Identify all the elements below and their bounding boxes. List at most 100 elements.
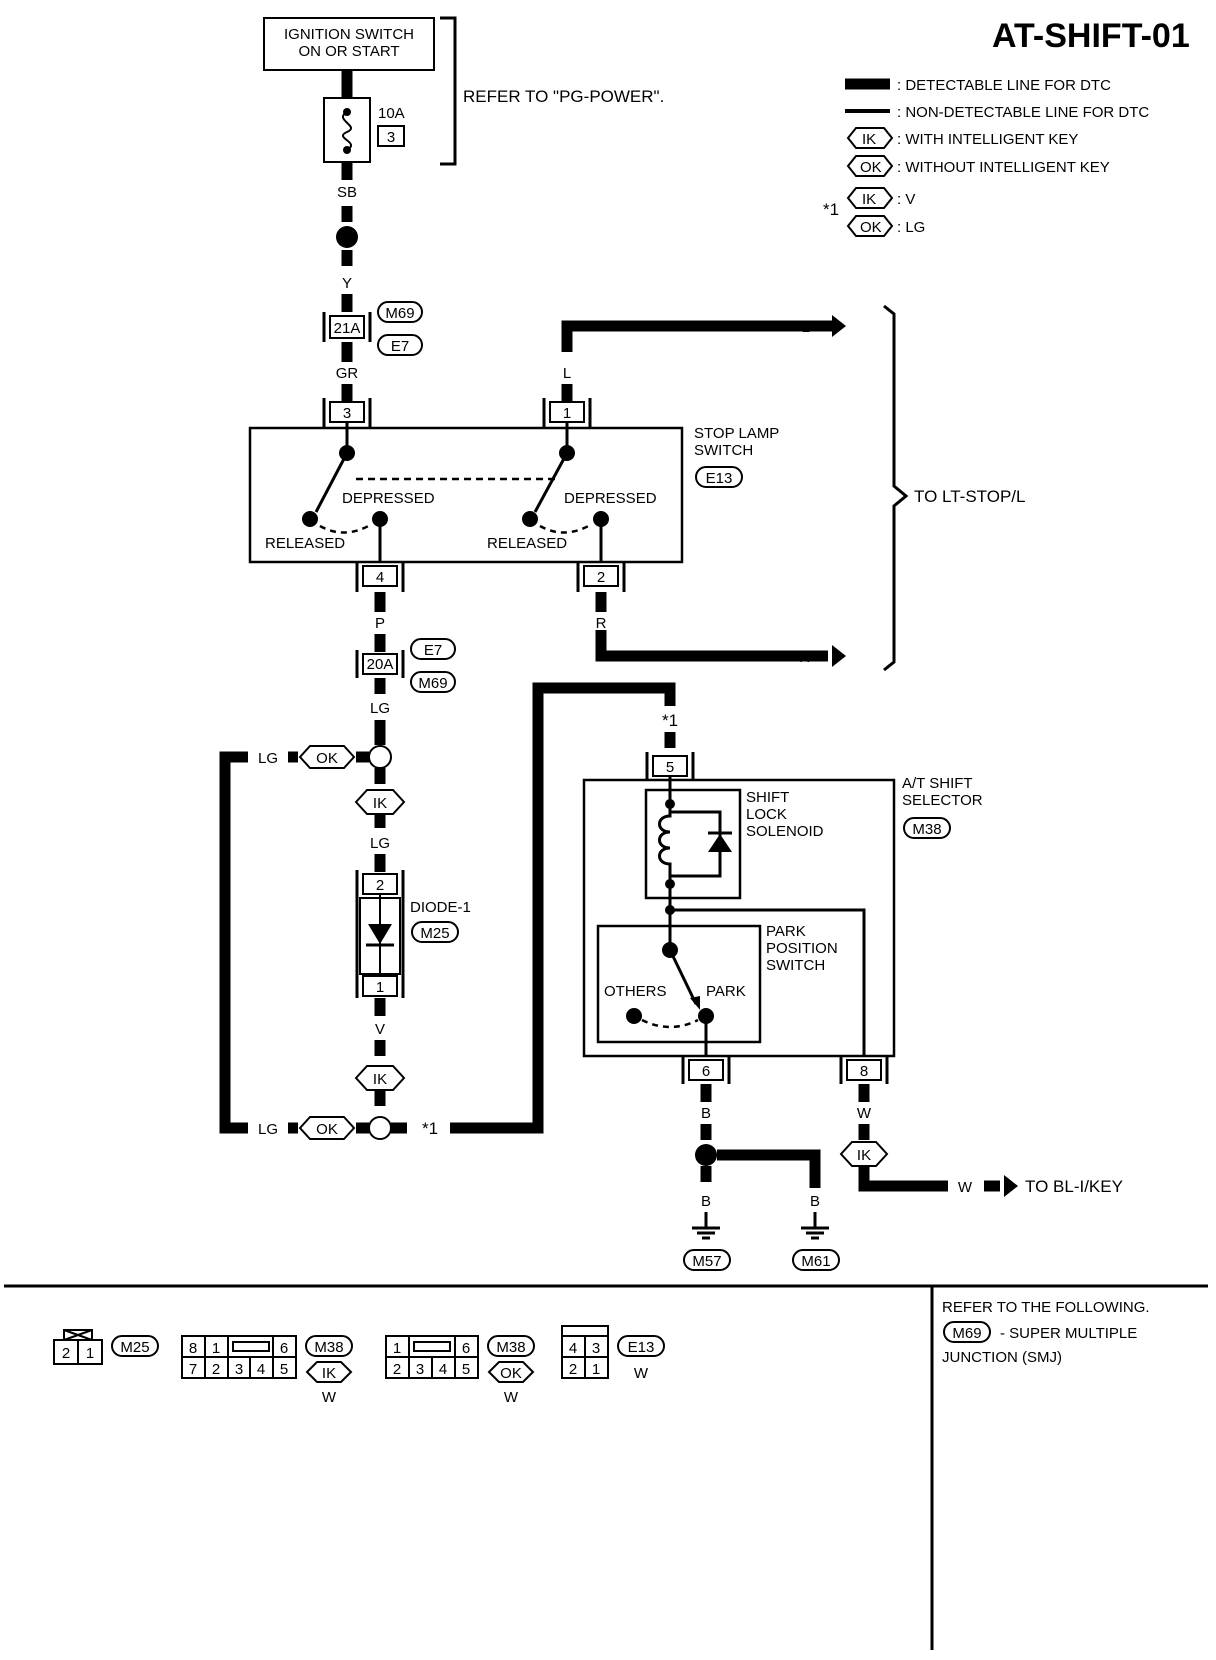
wire-b-1: B <box>701 1105 711 1122</box>
m38ik-b2: 2 <box>212 1361 220 1378</box>
refer-pg-power: REFER TO "PG-POWER". <box>463 87 664 106</box>
ground-code-1: M57 <box>692 1253 721 1270</box>
pps-3: SWITCH <box>766 957 825 974</box>
wire-l-top: L <box>563 365 571 382</box>
connector-face-e13: 4 3 2 1 E13 W <box>561 1325 665 1382</box>
m38ik-code: M38 <box>314 1339 343 1356</box>
m38ik-key: IK <box>322 1365 336 1382</box>
m38ok-b3: 4 <box>439 1361 447 1378</box>
footer-smj-code: M69 <box>952 1325 981 1342</box>
ik-badge-1: IK <box>373 795 387 812</box>
wire-gr: GR <box>336 365 359 382</box>
m38ik-b5: 5 <box>280 1361 288 1378</box>
wire-w-1: W <box>857 1105 872 1122</box>
diode-1: 2 1 DIODE-1 M25 <box>355 870 471 998</box>
page-title: AT-SHIFT-01 <box>992 17 1190 55</box>
m38ik-b3: 3 <box>235 1361 243 1378</box>
splice-ground <box>695 1144 717 1166</box>
pps-1: PARK <box>766 923 806 940</box>
to-bl-key: TO BL-I/KEY <box>1025 1177 1123 1196</box>
m25-pin-b: 1 <box>86 1345 94 1362</box>
m38ok-color: W <box>504 1389 519 1406</box>
fuse-10a: 10A 3 <box>323 97 405 163</box>
diode-name: DIODE-1 <box>410 899 471 916</box>
legend-ik-badge-2: IK <box>862 191 876 208</box>
conn-m69-b: M69 <box>418 675 447 692</box>
pps-2: POSITION <box>766 940 838 957</box>
solenoid-1: SHIFT <box>746 789 789 806</box>
stop-lamp-switch: 3 1 DEPRESSED DEPRESSED RELEASED RELEASE… <box>248 398 779 592</box>
released-2: RELEASED <box>487 535 567 552</box>
splice-open-2 <box>368 1116 392 1140</box>
m38ok-b1: 2 <box>393 1361 401 1378</box>
m38ok-code: M38 <box>496 1339 525 1356</box>
e13-color: W <box>634 1365 649 1382</box>
ignition-line1: IGNITION SWITCH <box>284 26 414 43</box>
splice-open-1 <box>368 745 392 769</box>
e13-t1: 4 <box>569 1340 577 1357</box>
wire-r-left: R <box>596 615 607 632</box>
stop-pin-2: 2 <box>597 569 605 586</box>
connector-face-m38-ok: 1 6 2 3 4 5 M38 OK W <box>385 1335 535 1406</box>
splice-1 <box>336 226 358 248</box>
conn-20a-label: 20A <box>367 656 394 673</box>
e13-code: E13 <box>628 1339 655 1356</box>
stop-pin-3: 3 <box>343 405 351 422</box>
m38ik-b1: 7 <box>189 1361 197 1378</box>
legend-ok-lg: : LG <box>897 219 925 236</box>
stop-lamp-name2: SWITCH <box>694 442 753 459</box>
m38ik-color: W <box>322 1389 337 1406</box>
to-lt-stop: TO LT-STOP/L <box>914 487 1025 506</box>
stop-lamp-code: E13 <box>706 470 733 487</box>
selector-code: M38 <box>912 821 941 838</box>
conn-e7-b: E7 <box>424 642 442 659</box>
fuse-no: 3 <box>387 129 395 146</box>
ground-m57: M57 <box>683 1212 731 1271</box>
legend-ik-text: : WITH INTELLIGENT KEY <box>897 131 1078 148</box>
wire-star-b: *1 <box>422 1119 438 1138</box>
e13-t2: 3 <box>592 1340 600 1357</box>
solenoid-3: SOLENOID <box>746 823 824 840</box>
ground-code-2: M61 <box>801 1253 830 1270</box>
legend-ik-v: : V <box>897 191 915 208</box>
diode-pin-2: 2 <box>376 877 384 894</box>
depressed-1: DEPRESSED <box>342 490 435 507</box>
wire-l-right: L <box>802 319 810 336</box>
wire-w-2: W <box>958 1179 973 1196</box>
wire-b-3: B <box>810 1193 820 1210</box>
diode-code: M25 <box>420 925 449 942</box>
ik-badge-2: IK <box>373 1071 387 1088</box>
ik-badge-3: IK <box>857 1147 871 1164</box>
ignition-switch: IGNITION SWITCH ON OR START <box>263 17 435 71</box>
m38ik-t2: 1 <box>212 1340 220 1357</box>
connector-face-m38-ik: 8 1 6 7 2 3 4 5 M38 IK W <box>181 1335 353 1406</box>
m25-code: M25 <box>120 1339 149 1356</box>
e13-b2: 1 <box>592 1361 600 1378</box>
m38ok-b4: 5 <box>462 1361 470 1378</box>
others-label: OTHERS <box>604 983 667 1000</box>
legend-detectable: : DETECTABLE LINE FOR DTC <box>897 77 1111 94</box>
m38ik-b4: 4 <box>257 1361 265 1378</box>
wire-lg-1: LG <box>370 700 390 717</box>
selector-name2: SELECTOR <box>902 792 983 809</box>
legend-non-detectable: : NON-DETECTABLE LINE FOR DTC <box>897 104 1149 121</box>
legend-star1: *1 <box>823 200 839 219</box>
wire-b-2: B <box>701 1193 711 1210</box>
at-shift-selector: 5 A/T SHIFT SELECTOR M38 SHIFT LOCK SOLE… <box>582 752 983 1084</box>
wire-y: Y <box>342 275 352 292</box>
m38ok-t1: 1 <box>393 1340 401 1357</box>
m38ok-key: OK <box>500 1365 522 1382</box>
selector-pin-8: 8 <box>860 1063 868 1080</box>
wire-sb: SB <box>337 184 357 201</box>
m38ik-t1: 8 <box>189 1340 197 1357</box>
solenoid-2: LOCK <box>746 806 787 823</box>
legend-ok-text: : WITHOUT INTELLIGENT KEY <box>897 159 1110 176</box>
wire-v: V <box>375 1021 385 1038</box>
m25-pin-a: 2 <box>62 1345 70 1362</box>
selector-pin-5: 5 <box>666 759 674 776</box>
e13-b1: 2 <box>569 1361 577 1378</box>
stop-pin-1: 1 <box>563 405 571 422</box>
connector-21a: 21A M69 E7 <box>322 301 423 356</box>
depressed-2: DEPRESSED <box>564 490 657 507</box>
